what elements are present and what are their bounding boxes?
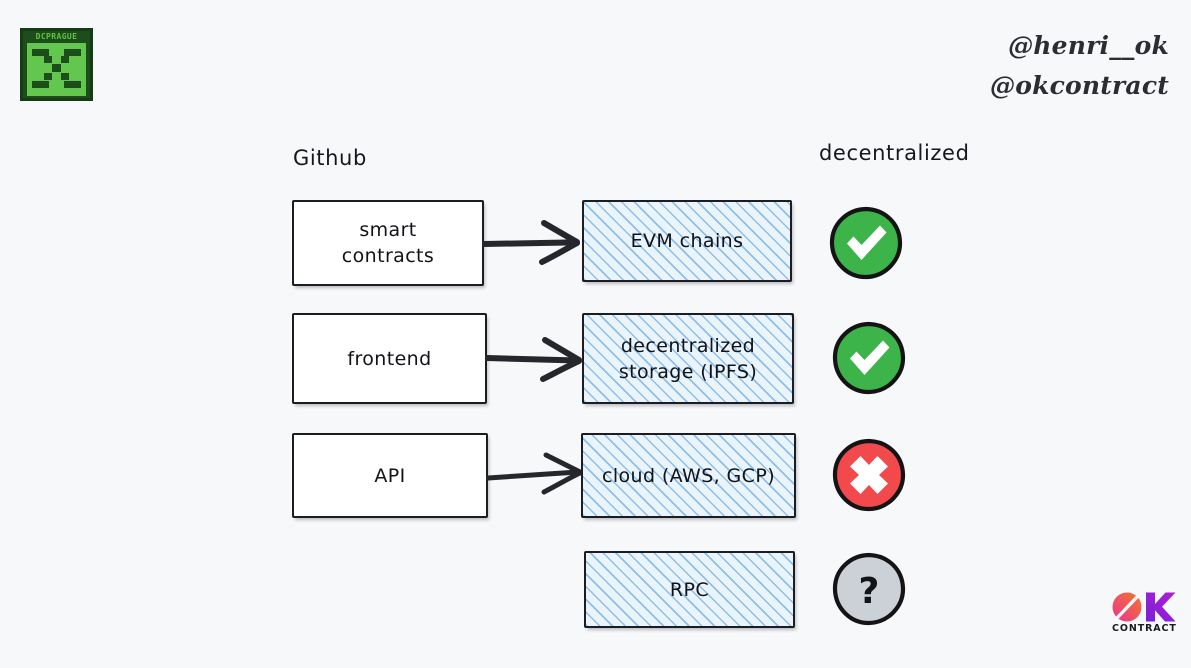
target-box-evm-chains: EVM chains — [582, 200, 792, 282]
source-box-smart-contracts-line2: contracts — [341, 245, 435, 267]
arrow-frontend-to-storage — [485, 337, 582, 382]
dcprague-logo: DCPRAGUE — [20, 28, 93, 101]
target-box-evm-chains-label: EVM chains — [630, 230, 744, 252]
target-box-decentralized-storage-line2: storage (IPFS) — [618, 360, 758, 383]
target-box-decentralized-storage-line1: decentralized — [620, 334, 756, 357]
check-circle-icon — [829, 206, 903, 280]
target-box-rpc-label: RPC — [669, 578, 710, 601]
okcontract-logo: CONTRACT — [1112, 592, 1176, 634]
handle-personal: @henri__ok — [1008, 31, 1169, 60]
target-box-rpc: RPC — [584, 551, 795, 628]
okcontract-mark-icon — [1112, 592, 1176, 622]
check-circle-icon — [832, 321, 906, 395]
social-handles: @henri__ok @okcontract — [990, 26, 1169, 106]
arrow-smart-contracts-to-evm — [482, 220, 580, 265]
source-box-api-label: API — [374, 464, 406, 487]
source-box-frontend-label: frontend — [347, 347, 432, 370]
source-box-api: API — [292, 433, 488, 518]
status-badge-rpc: ? — [831, 551, 907, 627]
x-circle-icon — [832, 438, 906, 512]
handle-company: @okcontract — [990, 71, 1169, 100]
status-badge-evm-chains — [828, 205, 904, 281]
okcontract-wordmark: CONTRACT — [1112, 623, 1177, 634]
source-box-frontend: frontend — [292, 313, 487, 404]
target-box-cloud-label: cloud (AWS, GCP) — [601, 464, 776, 487]
dcprague-logo-label: DCPRAGUE — [35, 32, 78, 41]
dcprague-pixel-icon — [27, 43, 86, 96]
column-heading-decentralized: decentralized — [819, 141, 970, 165]
arrow-api-to-cloud — [486, 452, 583, 495]
target-box-cloud: cloud (AWS, GCP) — [581, 433, 796, 518]
source-box-smart-contracts-line1: smart — [359, 219, 417, 241]
target-box-decentralized-storage: decentralized storage (IPFS) — [582, 313, 794, 404]
status-badge-cloud — [831, 437, 907, 513]
svg-text:?: ? — [859, 571, 880, 612]
question-circle-icon: ? — [832, 552, 906, 626]
source-box-smart-contracts: smart contracts — [292, 200, 484, 286]
status-badge-decentralized-storage — [831, 320, 907, 396]
column-heading-github: Github — [293, 146, 367, 170]
